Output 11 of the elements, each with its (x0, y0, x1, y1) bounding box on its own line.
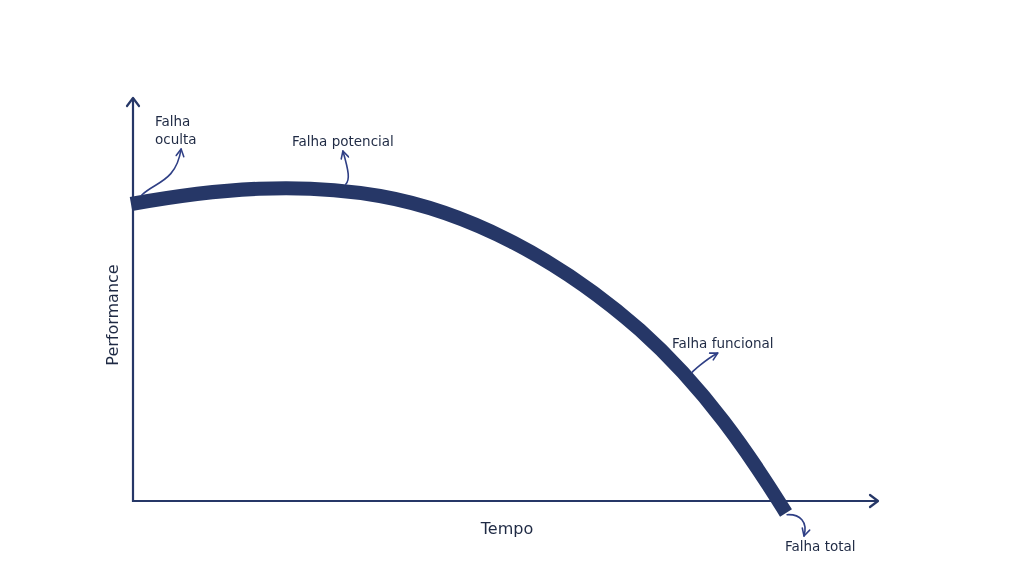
axis-label: Tempo (480, 518, 534, 538)
axis-label: Performance (102, 264, 122, 366)
performance-curve (129, 181, 792, 517)
leader-arrow (340, 150, 350, 185)
leader-arrow (786, 513, 811, 537)
leader-arrow (691, 352, 719, 373)
leader-arrow (141, 148, 185, 196)
annotation-text: Falha potencial (292, 132, 394, 150)
annotation-text: Falha oculta (155, 112, 213, 148)
annotation-text: Falha funcional (672, 334, 774, 352)
annotation-text: Falha total (785, 537, 856, 555)
